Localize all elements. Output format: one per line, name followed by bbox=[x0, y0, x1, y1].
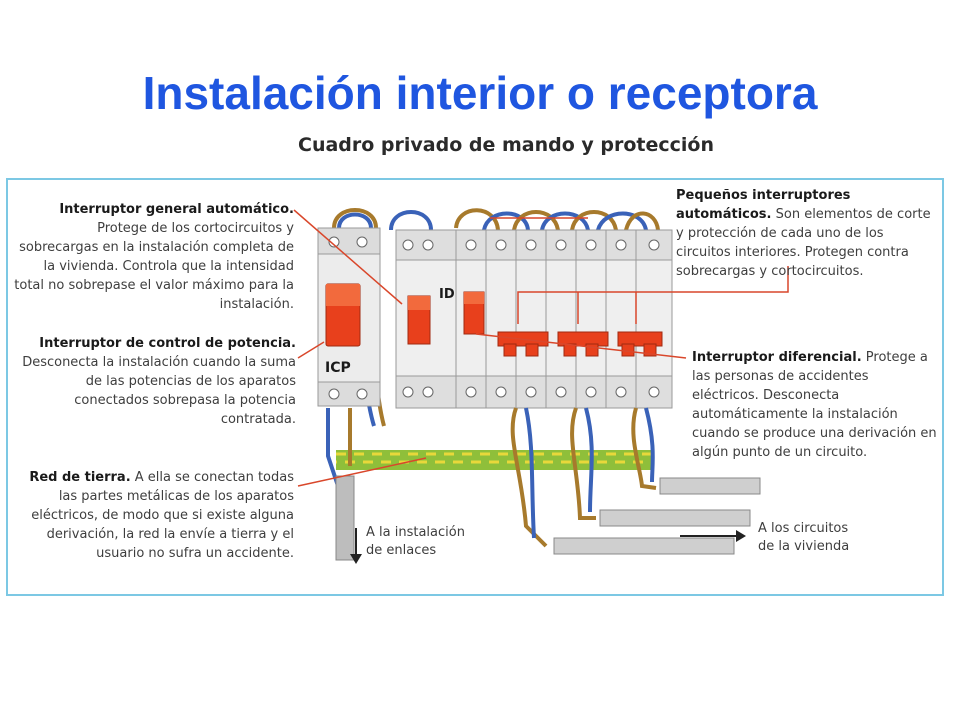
caption-circuitos-vivienda: A los circuitos de la vivienda bbox=[758, 521, 850, 554]
note-pia-heading: Pequeños interruptores automáticos. bbox=[676, 188, 851, 222]
main-rail: ID bbox=[395, 229, 673, 409]
icp-module: ICP bbox=[317, 227, 381, 407]
leader-icp bbox=[297, 341, 325, 359]
note-icp-body: Desconecta la instalación cuando la suma… bbox=[22, 355, 296, 427]
note-tierra-heading: Red de tierra. bbox=[29, 470, 131, 485]
id-label: ID bbox=[439, 287, 455, 302]
leader-igm bbox=[293, 209, 403, 305]
conduits bbox=[335, 475, 761, 561]
note-igm-heading: Interruptor general automático. bbox=[59, 202, 294, 217]
distribution-board-drawing: ICP bbox=[293, 208, 789, 564]
leader-pia bbox=[517, 266, 789, 324]
circuit-wires bbox=[326, 407, 657, 548]
arrow-circuitos bbox=[680, 530, 746, 542]
icp-label: ICP bbox=[325, 360, 351, 376]
arrow-enlaces bbox=[350, 528, 362, 564]
note-interruptor-general: Interruptor general automático. Protege … bbox=[14, 200, 294, 314]
pia-toggles bbox=[497, 331, 663, 357]
note-diferencial-body: Protege a las personas de accidentes elé… bbox=[692, 350, 937, 460]
note-igm-body: Protege de los cortocircuitos y sobrecar… bbox=[14, 221, 294, 312]
note-diferencial-heading: Interruptor diferencial. bbox=[692, 350, 862, 365]
slide-title: Instalación interior o receptora bbox=[142, 67, 818, 119]
caption-instalacion-enlaces: A la instalación de enlaces bbox=[366, 525, 465, 558]
note-interruptor-diferencial: Interruptor diferencial. Protege a las p… bbox=[692, 348, 938, 462]
figure-title: Cuadro privado de mando y protección bbox=[298, 134, 715, 156]
leader-tierra bbox=[297, 457, 427, 487]
leader-diferencial bbox=[475, 333, 687, 359]
note-control-potencia: Interruptor de control de potencia. Desc… bbox=[14, 334, 296, 429]
leader-lines bbox=[293, 209, 789, 487]
note-tierra-body: A ella se conectan todas las partes metá… bbox=[31, 470, 294, 561]
note-pia-body: Son elementos de corte y protección de c… bbox=[676, 207, 931, 279]
note-icp-heading: Interruptor de control de potencia. bbox=[39, 336, 296, 351]
note-pequenos-interruptores: Pequeños interruptores automáticos. Son … bbox=[676, 186, 938, 281]
note-red-tierra: Red de tierra. A ella se conectan todas … bbox=[14, 468, 294, 563]
diagram-figure: Cuadro privado de mando y protección bbox=[6, 126, 944, 596]
